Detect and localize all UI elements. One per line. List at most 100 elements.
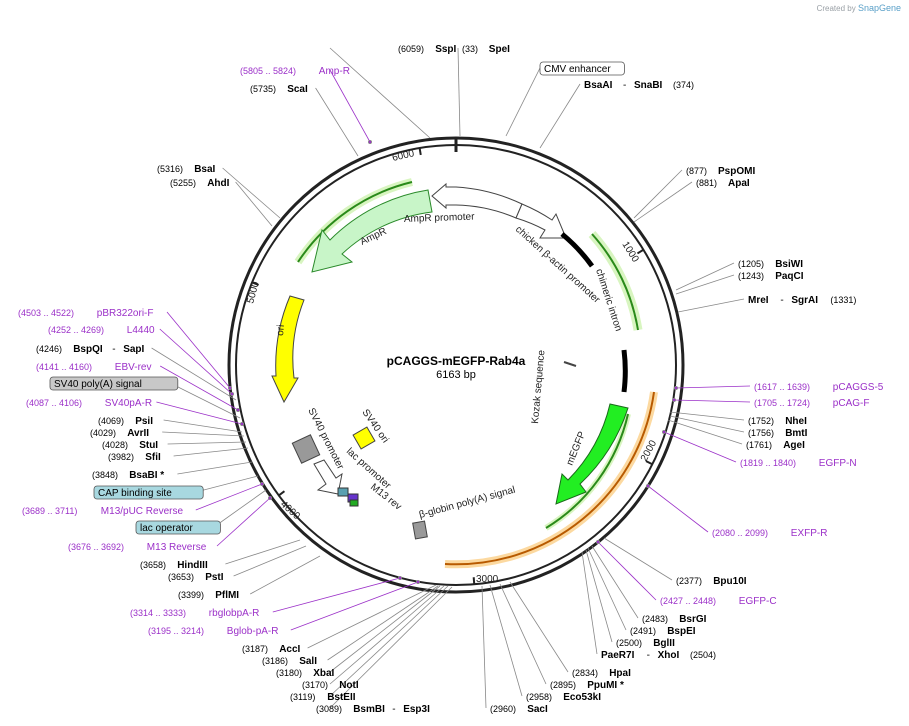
enzyme-position: (2500) [616,638,642,648]
primer-position: (1705 .. 1724) [754,398,810,408]
map-label-feature: CAP binding site [93,485,204,500]
map-label-primer: (4087 .. 4106)SV40pA-R [26,398,152,409]
map-label-enzyme: (1205)BsiWI [738,259,803,270]
primer-site-mark [674,385,679,390]
enzyme-name: PspOMI [718,166,755,177]
leader-line [166,311,231,389]
feature-label-box [135,520,221,535]
primer-name: pCAG-F [833,398,870,409]
map-label-enzyme: (881)ApaI [696,178,750,189]
map-label-enzyme: (2895)PpuMI * [550,680,624,691]
primer-site-mark [229,391,234,396]
leader-line [162,431,245,437]
map-label-primer: (4141 .. 4160)EBV-rev [36,362,151,373]
map-label-primer: (4252 .. 4269)L4440 [48,325,155,336]
enzyme-name: SgrAI [791,295,818,306]
enzyme-name: HpaI [609,668,631,679]
map-label-enzyme: (4246)BspQI-SapI [36,344,145,355]
enzyme-name: XbaI [313,668,334,679]
plasmid-title: pCAGGS-mEGFP-Rab4a [387,354,526,368]
leader-line [663,431,737,463]
leader-line [647,485,709,533]
leader-line [329,69,371,143]
tick-mark [278,490,286,497]
primer-position: (4503 .. 4522) [18,308,74,318]
map-label-enzyme: (1756)BmtI [748,428,808,439]
enzyme-name: Eco53kI [563,692,601,703]
leader-line [272,577,401,613]
enzyme-name: BmtI [785,428,807,439]
enzyme-separator: - [112,344,115,355]
ampr-promoter-arrow [431,182,523,219]
enzyme-name: PaqCI [775,271,804,282]
enzyme-position: (5735) [250,84,276,94]
enzyme-name: BsaI [194,164,215,175]
primer-site-mark [235,407,240,412]
enzyme-position: (2960) [490,704,516,714]
map-label-enzyme: (2377)Bpu10I [676,576,747,587]
leader-line [587,547,627,631]
leader-line [603,537,673,581]
enzyme-name: BsiWI [775,259,803,270]
primer-position: (3689 .. 3711) [22,506,77,516]
enzyme-position: (3180) [276,668,302,678]
map-label-primer: (1705 .. 1724) pCAG-F [754,398,869,409]
leader-line [290,581,419,631]
leader-line [167,441,247,445]
map-label-enzyme: (3170)NotI [302,680,359,691]
primer-site-mark [672,397,677,402]
map-label-enzyme: (1243)PaqCI [738,271,804,282]
leader-line [585,549,613,643]
enzyme-position: (3186) [262,656,288,666]
map-label-enzyme: PaeR7I-XhoI(2504) [601,650,716,661]
leader-line [159,328,233,395]
map-label-enzyme: (2958)Eco53kI [526,692,601,703]
snapgene-logo: SnapGene [857,3,901,13]
chimeric-intron-bar [560,232,595,268]
primer-name: EXFP-R [791,528,828,539]
map-label-enzyme: (3119)BstEII [290,692,356,703]
map-label-enzyme: (3180) XbaI [276,668,335,679]
label-ampr-promoter: AmpR promoter [404,212,476,225]
leader-line [505,67,541,137]
enzyme-position: (1752) [748,416,774,426]
enzyme-name: AgeI [783,440,805,451]
enzyme-name: NotI [339,680,359,691]
enzyme-name: BstEII [327,692,356,703]
leader-line [591,545,639,619]
kozak-mark [563,361,577,367]
enzyme-separator: - [392,704,395,715]
snapgene-credit: Created by SnapGene [817,3,901,13]
primer-site-mark [415,580,420,585]
chimeric-intron-line [591,233,639,331]
enzyme-name: BsaAI [584,80,613,91]
primer-position: (2427 .. 2448) [660,596,716,606]
leader-line [329,47,431,139]
map-label-enzyme: (877) PspOMI [686,166,755,177]
map-label-enzyme: (5255)AhdI [170,178,230,189]
leader-line [457,47,461,137]
map-label-feature: CMV enhancer [539,61,625,76]
leader-line [169,382,241,419]
enzyme-name: PflMI [215,590,239,601]
sv40-ori-box [352,426,376,450]
megfp-arrow [555,403,629,505]
leader-line [675,274,735,295]
tick-mark [418,147,422,156]
map-label-enzyme: MreI-SgrAI(1331) [748,295,856,306]
tick-label-5000: 5000 [245,280,261,305]
leader-line [315,87,359,157]
label-bglobin: β-globin poly(A) signal [418,485,517,521]
tick-mark [645,460,653,466]
map-label-enzyme: (3848)BsaBI * [92,470,164,481]
enzyme-name: SpeI [489,44,510,55]
tick-label-1000: 1000 [619,240,640,265]
enzyme-position: (4029) [90,428,116,438]
primer-name: rbglobpA-R [209,608,260,619]
feature-label-box [539,61,625,76]
enzyme-position: (877) [686,166,707,176]
leader-line [151,347,237,401]
leader-line [329,585,449,697]
primer-position: (4141 .. 4160) [36,362,92,372]
leader-line [235,181,273,227]
